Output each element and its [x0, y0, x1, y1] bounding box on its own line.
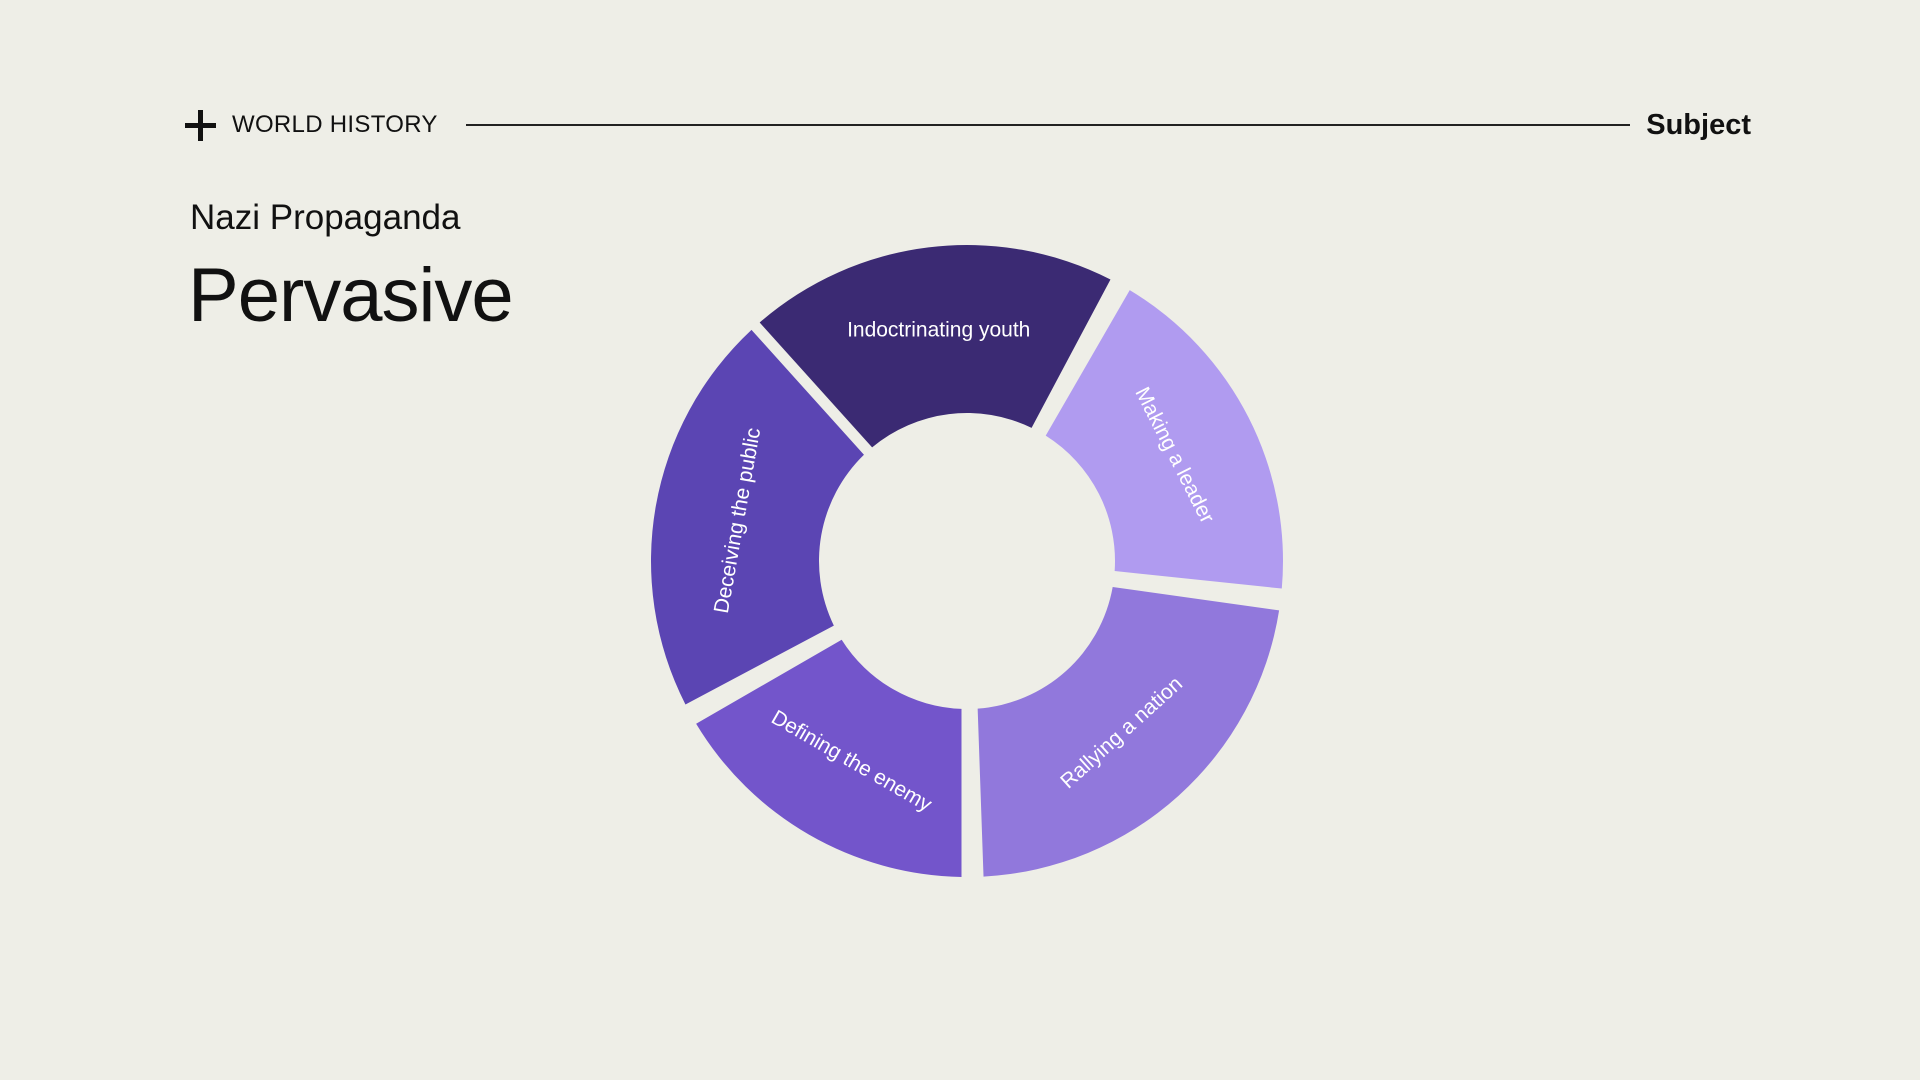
segment-label-indoctrinating-youth: Indoctrinating youth [847, 318, 1030, 341]
subject-tag: Subject [1646, 108, 1751, 141]
segment-rallying-a-nation [977, 587, 1280, 877]
segment-defining-the-enemy [696, 639, 962, 877]
slide-title: Pervasive [188, 253, 514, 338]
slide-subtitle: Nazi Propaganda [190, 198, 461, 237]
segment-deceiving-the-public [651, 329, 864, 705]
header-divider [465, 124, 1631, 126]
segment-indoctrinating-youth [759, 245, 1111, 448]
segment-making-a-leader [1045, 290, 1283, 589]
plus-icon [185, 109, 216, 141]
slide-header: WORLD HISTORY Subject [185, 103, 1751, 147]
section-label: WORLD HISTORY [232, 111, 438, 138]
